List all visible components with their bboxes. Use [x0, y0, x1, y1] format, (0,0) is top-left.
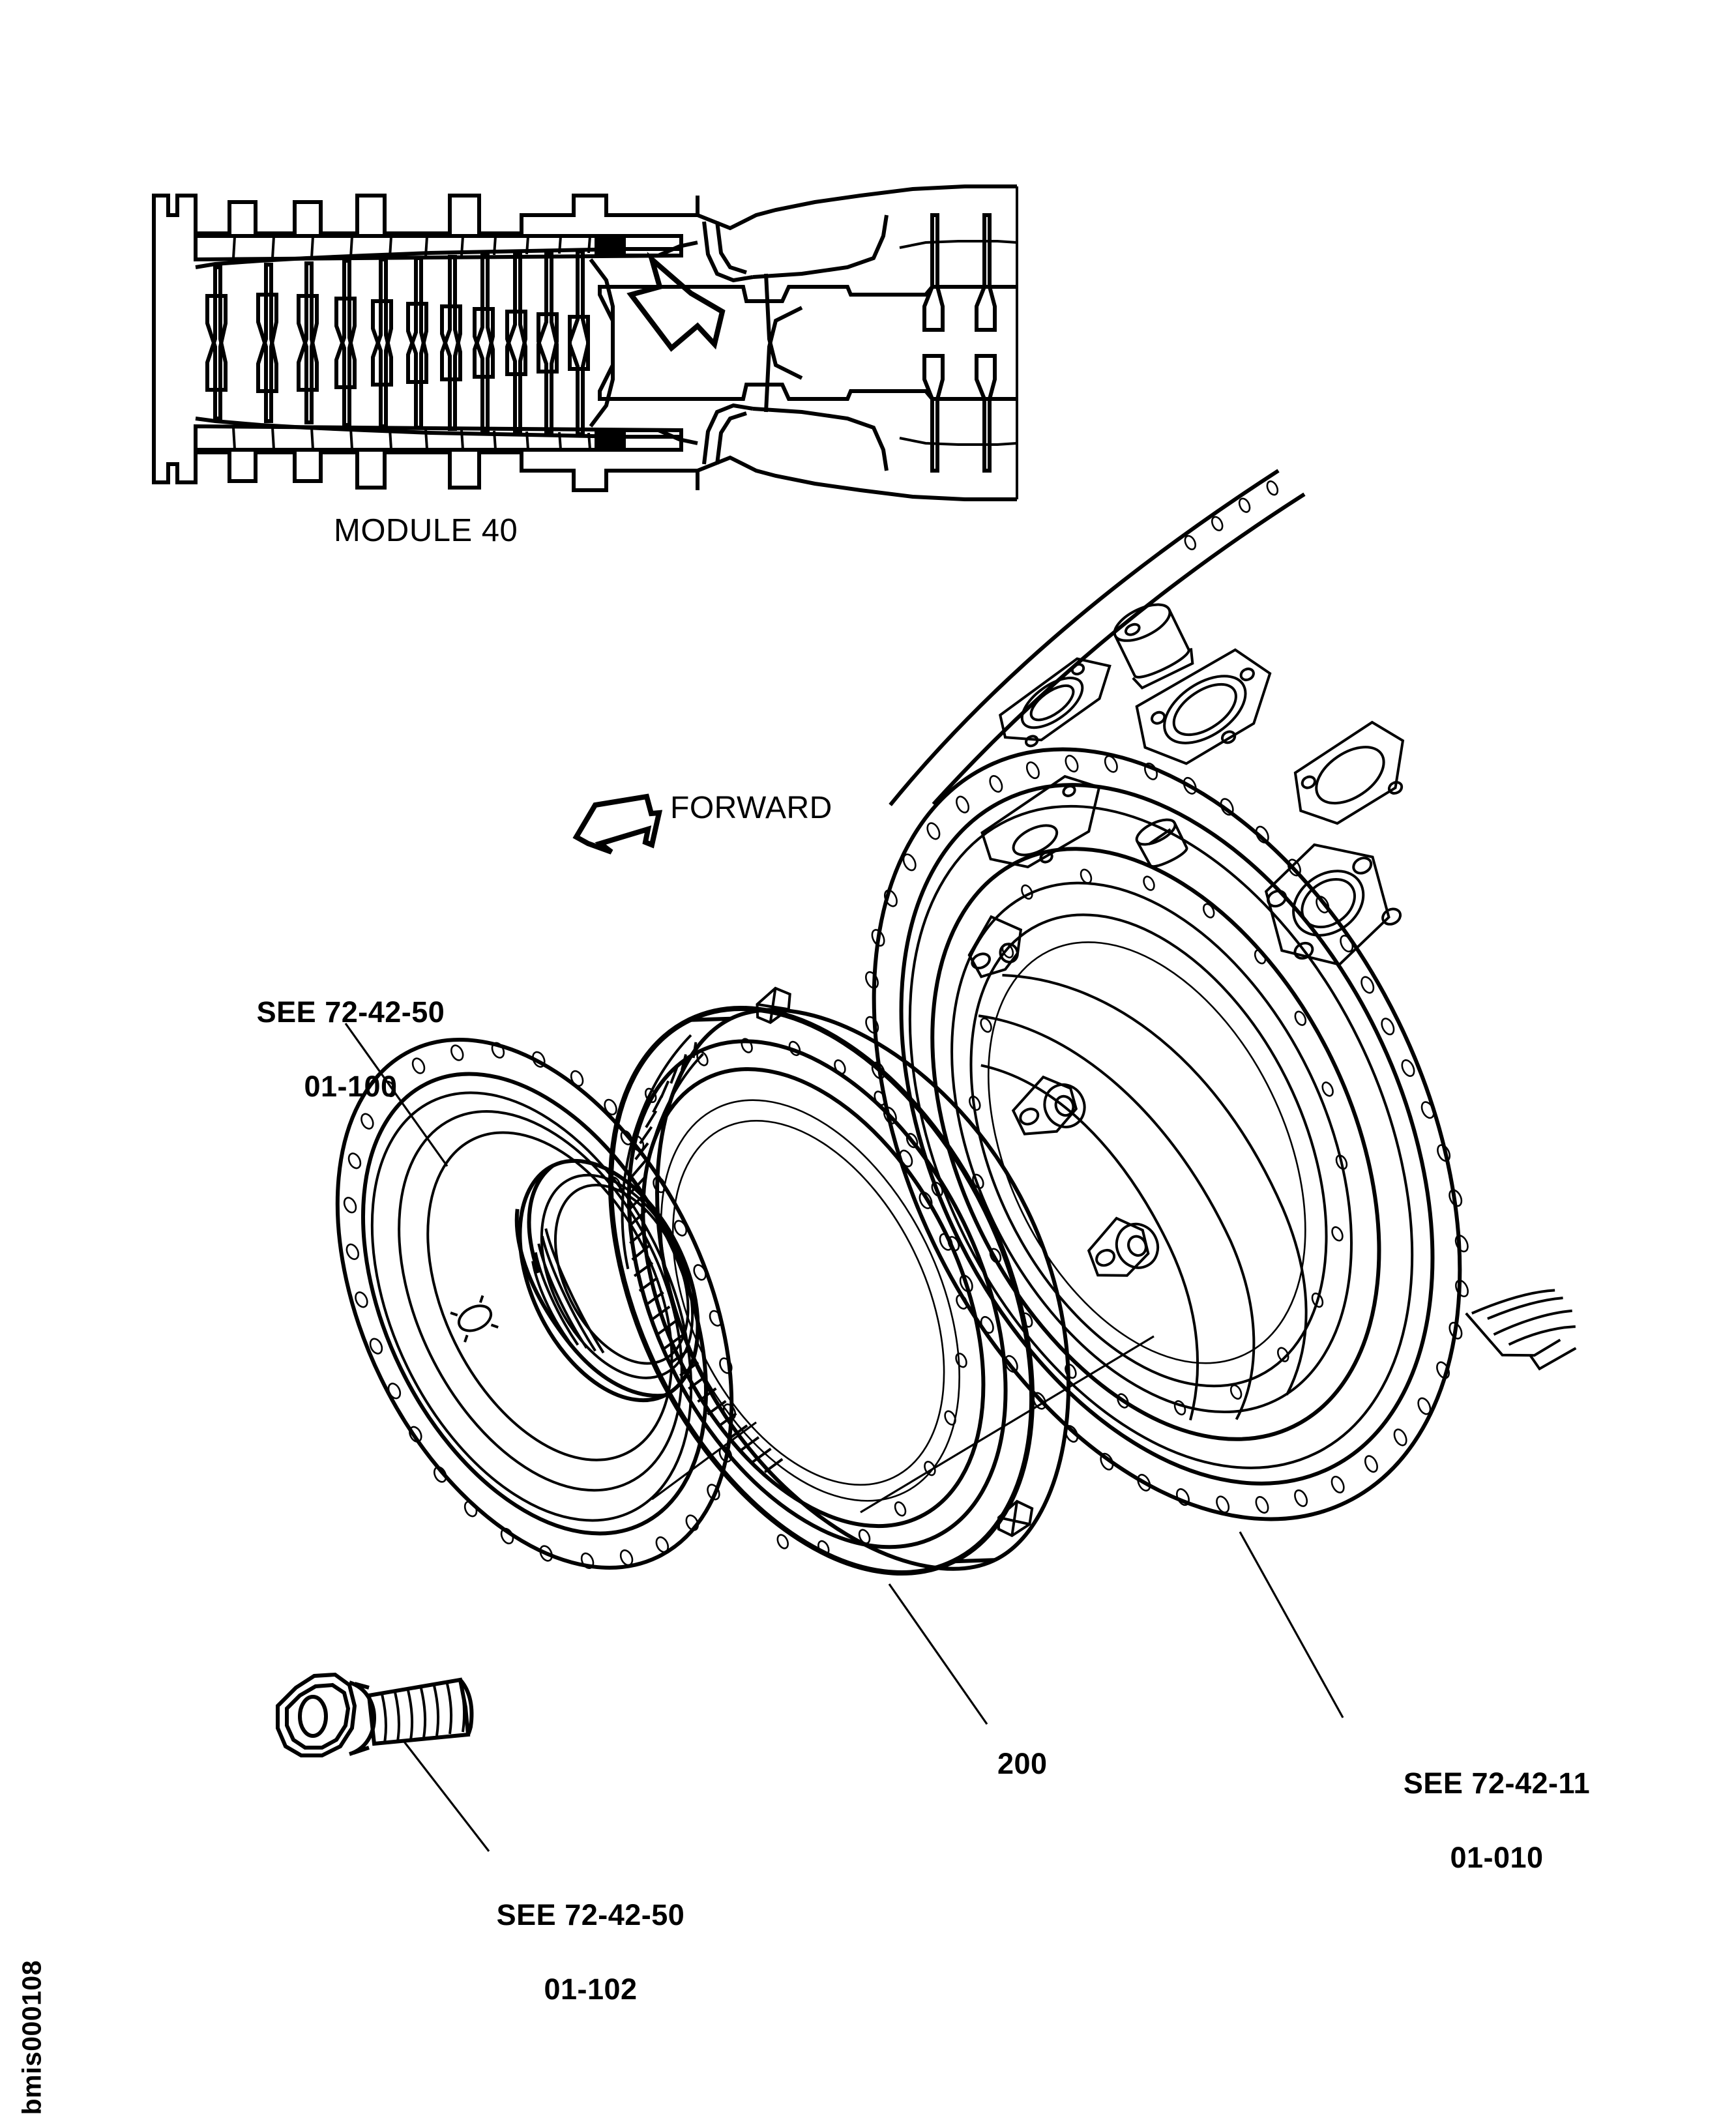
external-mount-pads: [889, 469, 1405, 966]
module-40-highlight-lower: [595, 429, 626, 450]
internal-brackets: [967, 915, 1160, 1277]
casing-internal-webs: [978, 974, 1308, 1421]
module-label: MODULE 40: [334, 513, 518, 548]
anti-rotation-key-lower: [997, 1499, 1034, 1538]
lower-edge-bracket: [1465, 1289, 1577, 1371]
callout-line-2: 01-100: [304, 1070, 398, 1103]
rear-casing-assembly: [865, 469, 1577, 1521]
leader-rear-casing: [1239, 1531, 1344, 1718]
figure-id-label: bmis000108: [16, 1959, 47, 2115]
leader-bolt: [403, 1741, 490, 1852]
drum-segment-lines: [232, 236, 591, 259]
leader-seal-ring-200: [888, 1583, 988, 1725]
callout-line-2: 01-102: [544, 1973, 638, 2006]
module-pointer-arrow-upper: [626, 252, 726, 352]
web-drain-hole: [450, 1295, 499, 1343]
callout-bolt: SEE 72-42-50 01-102: [450, 1859, 698, 2045]
bolt-threads: [381, 1680, 466, 1743]
forward-arrow-icon: [572, 793, 663, 855]
flange-bolt: [276, 1672, 474, 1757]
leader-inner-detail: [860, 1335, 1155, 1514]
callout-line-1: SEE 72-42-50: [256, 995, 445, 1029]
drum-segment-lines-lower: [232, 427, 591, 450]
leader-lines: [344, 1023, 1344, 1852]
outer-flange-bolt-holes: [865, 754, 1469, 1514]
leader-seal-support-ring: [344, 1023, 449, 1167]
item-number-200: 200: [997, 1747, 1048, 1780]
module-40-highlight-upper: [595, 236, 626, 257]
callout-rear-casing: SEE 72-42-11 01-010: [1356, 1727, 1604, 1913]
support-ring-bolt-holes: [343, 1042, 737, 1570]
callout-line-2: 01-010: [1450, 1841, 1544, 1874]
seal-support-ring: [335, 1038, 737, 1570]
leader-ring-edge: [651, 1421, 757, 1501]
callout-seal-support-ring: SEE 72-42-50 01-100: [210, 956, 458, 1142]
seal-ring-200: [608, 986, 1070, 1576]
forward-label: FORWARD: [670, 791, 832, 825]
callout-line-1: SEE 72-42-11: [1403, 1767, 1591, 1800]
callout-line-1: SEE 72-42-50: [496, 1898, 685, 1931]
anti-rotation-key: [756, 986, 791, 1024]
compressor-blades-lower: [205, 293, 590, 436]
engine-section-lower: [152, 285, 1018, 501]
central-bore: [514, 1158, 700, 1403]
engine-cross-section: [152, 184, 1018, 501]
